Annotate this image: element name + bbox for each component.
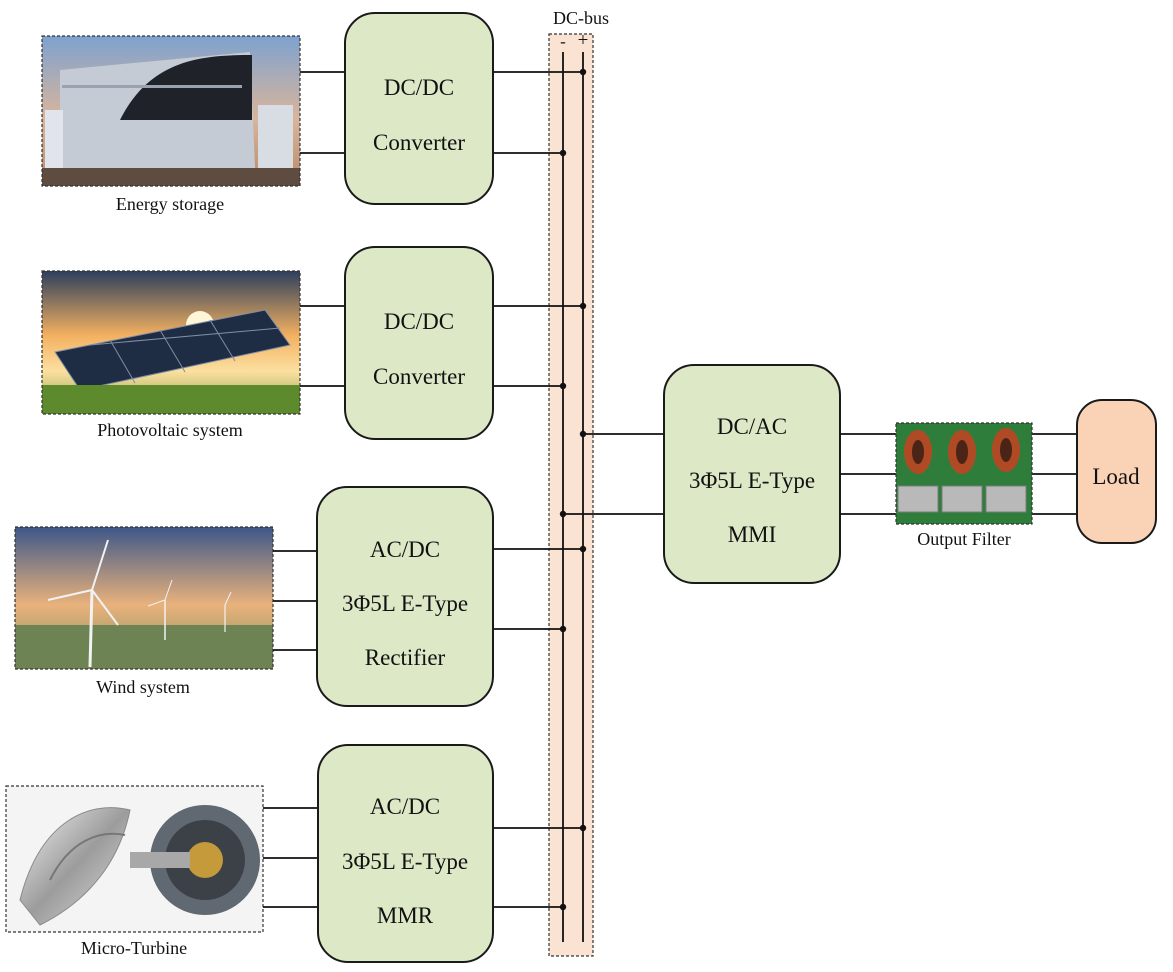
output-filter-frame [895,422,1033,525]
energy-storage-frame [41,35,301,187]
mmr-line2: 3Φ5L E-Type [342,849,468,874]
wind-system-image [15,527,273,669]
dcdc-converter-storage: DC/DC Converter [344,12,494,205]
junction-dot [559,903,567,911]
dc-bus-plus-label: + [578,30,589,51]
micro-turbine-frame [5,785,264,933]
junction-dot [559,625,567,633]
dcdc-converter-pv: DC/DC Converter [344,246,494,440]
junction-dot [579,302,587,310]
mmr-converter: AC/DC 3Φ5L E-Type MMR [317,744,494,963]
load-label: Load [1092,464,1140,489]
micro-turbine-image [6,786,263,932]
inverter-line3: MMI [728,522,777,547]
mmr-line1: AC/DC [370,794,440,819]
photovoltaic-caption: Photovoltaic system [97,420,243,440]
dc-bus-band [548,33,594,957]
micro-turbine-caption: Micro-Turbine [81,938,187,958]
dc-bus-label: DC-bus [553,8,609,28]
load-box [1076,399,1157,544]
rectifier-converter: AC/DC 3Φ5L E-Type Rectifier [316,486,494,707]
output-filter-image [896,423,1032,524]
junction-dot [559,149,567,157]
rectifier-line2: 3Φ5L E-Type [342,591,468,616]
junction-dot [579,68,587,76]
dcdc-converter-storage-line1: DC/DC [384,75,454,100]
energy-storage-image [42,36,300,186]
rectifier-line1: AC/DC [370,537,440,562]
inverter-converter: DC/AC 3Φ5L E-Type MMI [663,364,841,584]
energy-storage-caption: Energy storage [116,194,224,214]
junction-dot [559,382,567,390]
wind-system-caption: Wind system [96,677,190,697]
inverter-line2: 3Φ5L E-Type [689,468,815,493]
rectifier-line3: Rectifier [365,645,446,670]
junction-dot [579,824,587,832]
dcdc-converter-storage-line2: Converter [373,130,465,155]
photovoltaic-frame [41,270,301,415]
dc-bus-minus-label: - [560,32,566,51]
inverter-line1: DC/AC [717,414,787,439]
junction-dot [579,430,587,438]
dcdc-converter-pv-line1: DC/DC [384,309,454,334]
output-filter-caption: Output Filter [917,529,1011,549]
junction-dot [579,545,587,553]
junction-dot [559,510,567,518]
photovoltaic-image [42,271,300,414]
mmr-line3: MMR [377,903,434,928]
dcdc-converter-pv-line2: Converter [373,364,465,389]
